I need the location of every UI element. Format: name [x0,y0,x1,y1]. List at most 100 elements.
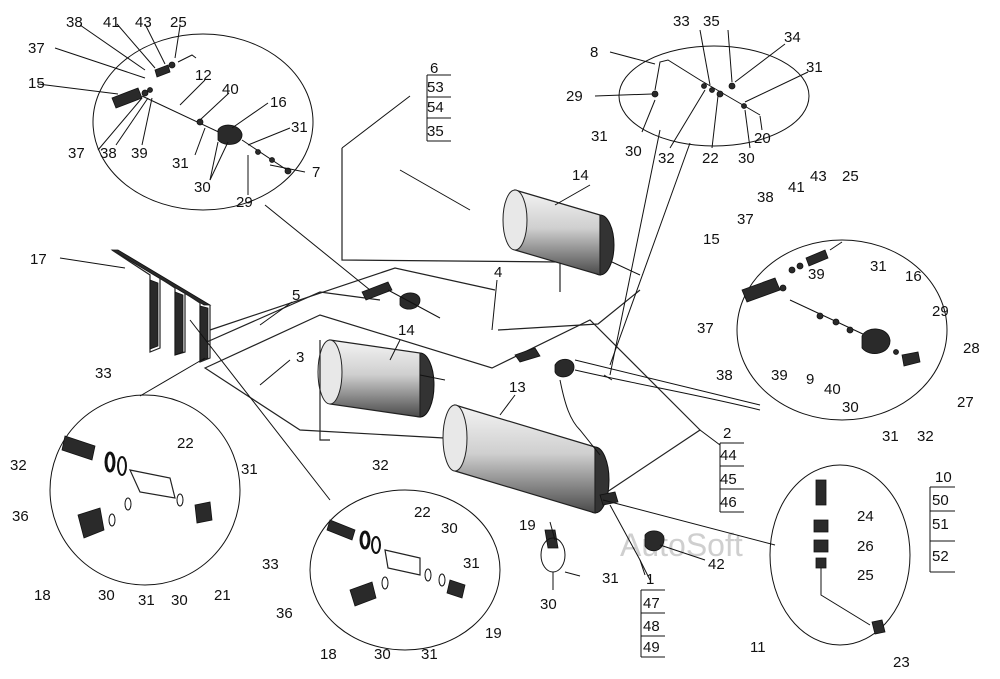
part-number-label: 6 [430,60,438,77]
part-number-label: 41 [103,14,120,31]
cross-member-bracket [110,249,212,363]
main-view-parts [361,281,665,552]
detail-callout-upper-right [618,45,810,147]
air-tank-14-upper [502,189,641,276]
part-number-label: 19 [485,625,502,642]
part-number-label: 30 [625,143,642,160]
part-number-label: 31 [591,128,608,145]
part-number-label: 35 [703,13,720,30]
watermark-text: AutoSoft [620,527,743,563]
part-number-label: 29 [932,303,949,320]
detail-parts-right [741,241,921,367]
part-number-label: 47 [643,595,660,612]
part-number-label: 24 [857,508,874,525]
part-number-label: 23 [893,654,910,671]
part-number-label: 5 [292,287,300,304]
part-number-label: 25 [170,14,187,31]
part-number-label: 53 [427,79,444,96]
part-number-label: 36 [12,508,29,525]
part-number-label: 26 [857,538,874,555]
part-number-label: 31 [421,646,438,663]
part-number-label: 1 [646,571,654,588]
detail-callout-lower-middle [309,489,501,651]
part-number-label: 32 [10,457,27,474]
detail-parts-lower-left [61,435,213,539]
detail-parts-hose [813,479,886,635]
detail-callout-right [736,239,948,421]
part-number-label: 37 [28,40,45,57]
part-number-label: 36 [276,605,293,622]
part-number-label: 31 [882,428,899,445]
part-number-label: 43 [810,168,827,185]
part-number-label: 3 [296,349,304,366]
part-number-label: 41 [788,179,805,196]
part-number-label: 37 [737,211,754,228]
callout-connectors [139,142,776,546]
part-number-label: 33 [95,365,112,382]
part-number-label: 31 [241,461,258,478]
part-number-label: 17 [30,251,47,268]
part-number-label: 22 [702,150,719,167]
part-number-label: 13 [509,379,526,396]
part-number-label: 10 [935,469,952,486]
part-number-label: 31 [806,59,823,76]
part-number-label: 21 [214,587,231,604]
part-number-label: 48 [643,618,660,635]
part-number-label: 31 [138,592,155,609]
part-number-label: 38 [66,14,83,31]
part-number-label: 44 [720,447,737,464]
part-number-label: 16 [905,268,922,285]
part-number-label: 32 [658,150,675,167]
air-tank-14-lower [317,339,435,441]
part-number-label: 38 [716,367,733,384]
part-number-label: 32 [917,428,934,445]
part-number-label: 20 [754,130,771,147]
part-number-label: 16 [270,94,287,111]
detail-callout-upper-left [92,33,314,211]
part-number-label: 38 [100,145,117,162]
part-number-label: 22 [177,435,194,452]
part-number-label: 39 [808,266,825,283]
part-number-label: 25 [857,567,874,584]
part-number-label: 39 [131,145,148,162]
part-number-label: 54 [427,99,444,116]
part-number-label: 12 [195,67,212,84]
part-number-label: 30 [98,587,115,604]
part-number-label: 11 [750,639,766,656]
part-number-label: 2 [723,425,731,442]
part-number-label: 14 [572,167,589,184]
part-number-label: 46 [720,494,737,511]
part-number-label: 31 [602,570,619,587]
part-number-label: 32 [372,457,389,474]
part-number-label: 30 [738,150,755,167]
part-number-label: 33 [673,13,690,30]
part-number-label: 19 [519,517,536,534]
part-number-label: 29 [566,88,583,105]
part-number-label: 31 [291,119,308,136]
part-number-label: 27 [957,394,974,411]
part-number-label: 15 [28,75,45,92]
part-number-label: 22 [414,504,431,521]
part-number-label: 43 [135,14,152,31]
part-number-label: 50 [932,492,949,509]
part-number-label: 31 [870,258,887,275]
part-number-label: 40 [824,381,841,398]
part-number-label: 37 [68,145,85,162]
leader-lines [37,23,809,590]
part-number-label: 30 [540,596,557,613]
part-number-label: 49 [643,639,660,656]
part-number-label: 28 [963,340,980,357]
part-number-label: 34 [784,29,801,46]
part-number-label: 15 [703,231,720,248]
part-number-label: 45 [720,471,737,488]
detail-callout-hose [769,464,911,646]
part-number-label: 30 [194,179,211,196]
part-number-label: 18 [320,646,337,663]
part-number-label: 18 [34,587,51,604]
part-number-label: 30 [842,399,859,416]
part-number-label: 25 [842,168,859,185]
part-number-label: 42 [708,556,725,573]
